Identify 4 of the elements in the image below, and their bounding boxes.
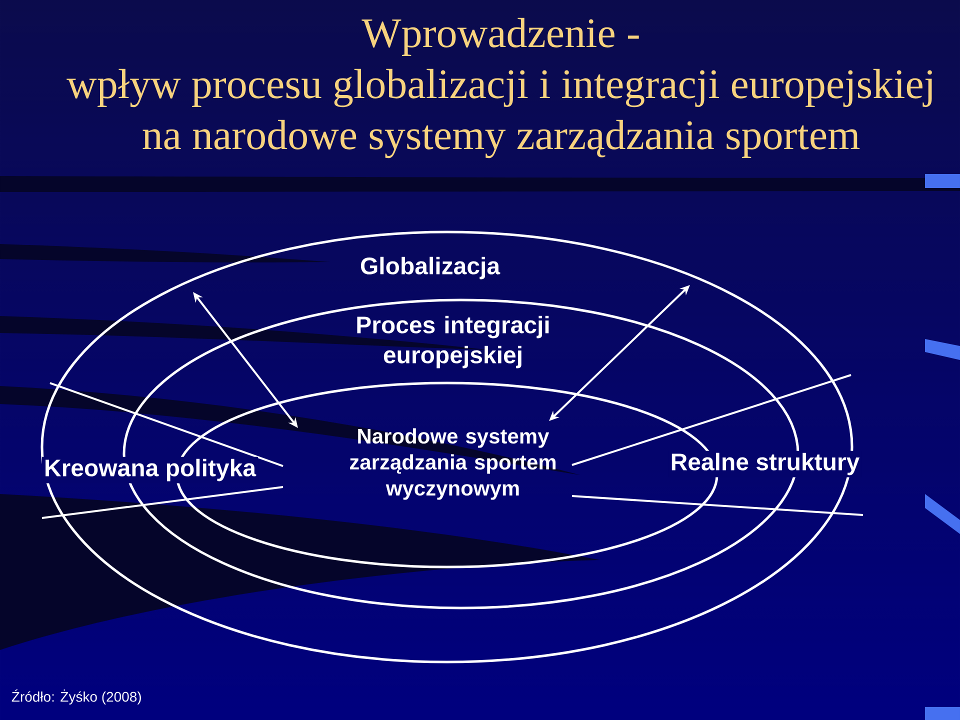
side-label: Kreowana polityka (42, 456, 258, 484)
title: Wprowadzenie - wpływ procesu globalizacji i integracji europejskiej na narodowe systemy zarządzania sportem (66, 18, 932, 158)
source-note: Źródło: Żyśko (2008) (12, 690, 141, 705)
side-label: Realne struktury (668, 450, 862, 478)
